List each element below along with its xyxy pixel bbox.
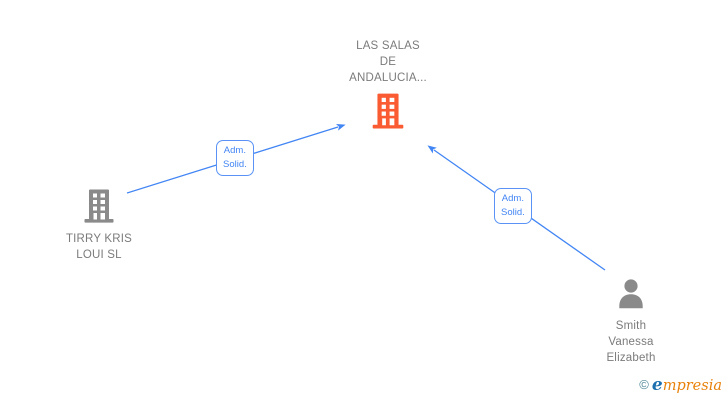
entity-label: TIRRY KRIS LOUI SL: [65, 233, 133, 261]
building-icon: [372, 93, 404, 129]
building-icon: [84, 189, 114, 223]
copyright-icon: ©: [639, 377, 649, 392]
entity-label: Smith Vanessa Elizabeth: [606, 320, 656, 364]
edge-label-adm-solid[interactable]: Adm. Solid.: [494, 188, 532, 224]
entity-node-tirry-kris-loui-sl[interactable]: TIRRY KRIS LOUI SL: [44, 188, 154, 263]
edge-label-adm-solid[interactable]: Adm. Solid.: [216, 140, 254, 176]
entity-node-smith-vanessa-elizabeth[interactable]: Smith Vanessa Elizabeth: [576, 278, 686, 366]
empresia-logo: ©empresia: [639, 375, 722, 395]
logo-brand-initial: e: [651, 375, 663, 395]
entity-label: LAS SALAS DE ANDALUCIA...: [349, 40, 427, 84]
person-icon: [619, 279, 643, 309]
entity-node-las-salas-de-andalucia[interactable]: LAS SALAS DE ANDALUCIA...: [333, 38, 443, 130]
logo-brand-rest: mpresia: [662, 378, 722, 394]
